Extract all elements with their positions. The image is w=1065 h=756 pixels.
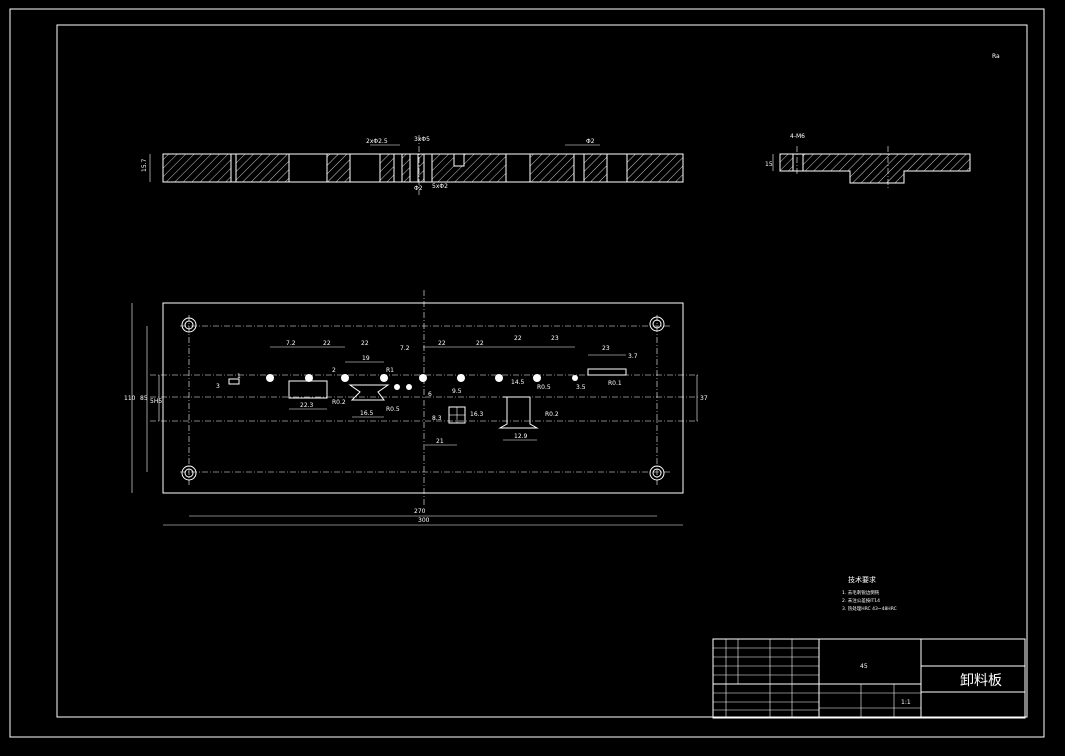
note-line-2: 2. 未注公差按IT14 [842, 597, 880, 604]
plan-view: 7.2 22 22 19 7.2 22 22 22 23 23 3.7 R0.1… [124, 290, 708, 526]
dim-p27: R0.5 [537, 384, 551, 391]
dim-2xd2-5: 2xΦ2.5 [366, 138, 388, 145]
dim-p25: 16.3 [470, 411, 484, 418]
side-view-body [779, 153, 971, 184]
dim-p28: 12.9 [514, 433, 528, 440]
dim-p3: 22 [361, 340, 369, 347]
note-line-3: 3. 热处理HRC 43~48HRC [842, 605, 897, 612]
dim-5h5: 5H5 [150, 398, 162, 405]
dim-p8: 22 [514, 335, 522, 342]
dim-p15: 22.3 [300, 402, 314, 409]
dim-width-270: 270 [414, 508, 426, 515]
scale-label: 1:1 [901, 699, 911, 706]
material-label: 45 [860, 663, 868, 670]
outer-border [9, 8, 1045, 738]
part-name-label: 卸料板 [960, 673, 1002, 689]
corner-mark: Ra [992, 53, 1000, 60]
dim-p22: 9.5 [452, 388, 462, 395]
dim-p14: 1 [237, 373, 241, 380]
corner-hole-br [649, 465, 665, 481]
side-section-view: 4-M6 15 [765, 133, 971, 190]
dim-width-300: 300 [418, 517, 430, 524]
dim-p9: 23 [551, 335, 559, 342]
dim-p1: 7.2 [286, 340, 296, 347]
dim-right-37: 37 [700, 395, 708, 402]
title-block: 45 卸料板 1:1 [712, 638, 1026, 719]
dim-height-85: 85 [140, 395, 148, 402]
dim-p2: 22 [323, 340, 331, 347]
dim-p29: R0.2 [545, 411, 559, 418]
dim-p11: 3.7 [628, 353, 638, 360]
dim-p16: 2 [332, 367, 336, 374]
dim-5xd2: 5xΦ2 [432, 183, 448, 190]
top-section-view: 15.7 2xΦ2.5 3xΦ5 Φ2 5xΦ2 Φ2 [141, 135, 684, 195]
corner-hole-tl [181, 317, 197, 333]
corner-hole-bl [181, 465, 197, 481]
dim-p4: 19 [362, 355, 370, 362]
dim-p19: 16.5 [360, 410, 374, 417]
dim-p20: R1 [386, 367, 394, 374]
dim-p13: 3 [216, 383, 220, 390]
top-view-body [162, 153, 684, 183]
plate-outline [162, 302, 684, 494]
dim-p23: 21 [436, 438, 444, 445]
dim-p6: 22 [438, 340, 446, 347]
dim-p17: R0.2 [332, 399, 346, 406]
note-line-1: 1. 去毛刺锐边倒钝 [842, 589, 880, 596]
dim-p10: 23 [602, 345, 610, 352]
dim-p26: 14.5 [511, 379, 525, 386]
dim-thickness: 15.7 [141, 158, 148, 172]
dim-p24: 8.3 [432, 415, 442, 422]
corner-hole-tr [649, 316, 665, 332]
dim-p7: 22 [476, 340, 484, 347]
dim-m6: 4-M6 [790, 133, 805, 140]
dim-p18: R0.5 [386, 406, 400, 413]
dim-p30: 3.5 [576, 384, 586, 391]
dim-3xd5: 3xΦ5 [414, 136, 430, 143]
dim-side-15: 15 [765, 161, 773, 168]
notes-title: 技术要求 [848, 575, 876, 584]
dim-p12: R0.1 [608, 380, 622, 387]
technical-notes: 技术要求 1. 去毛刺锐边倒钝 2. 未注公差按IT14 3. 热处理HRC 4… [842, 575, 897, 612]
dim-p21: 6 [428, 391, 432, 398]
dim-d2-b: Φ2 [586, 138, 595, 145]
drawing-frame [56, 24, 1028, 718]
dim-height-110: 110 [124, 395, 136, 402]
dim-p5: 7.2 [400, 345, 410, 352]
dim-d2-a: Φ2 [414, 185, 423, 192]
